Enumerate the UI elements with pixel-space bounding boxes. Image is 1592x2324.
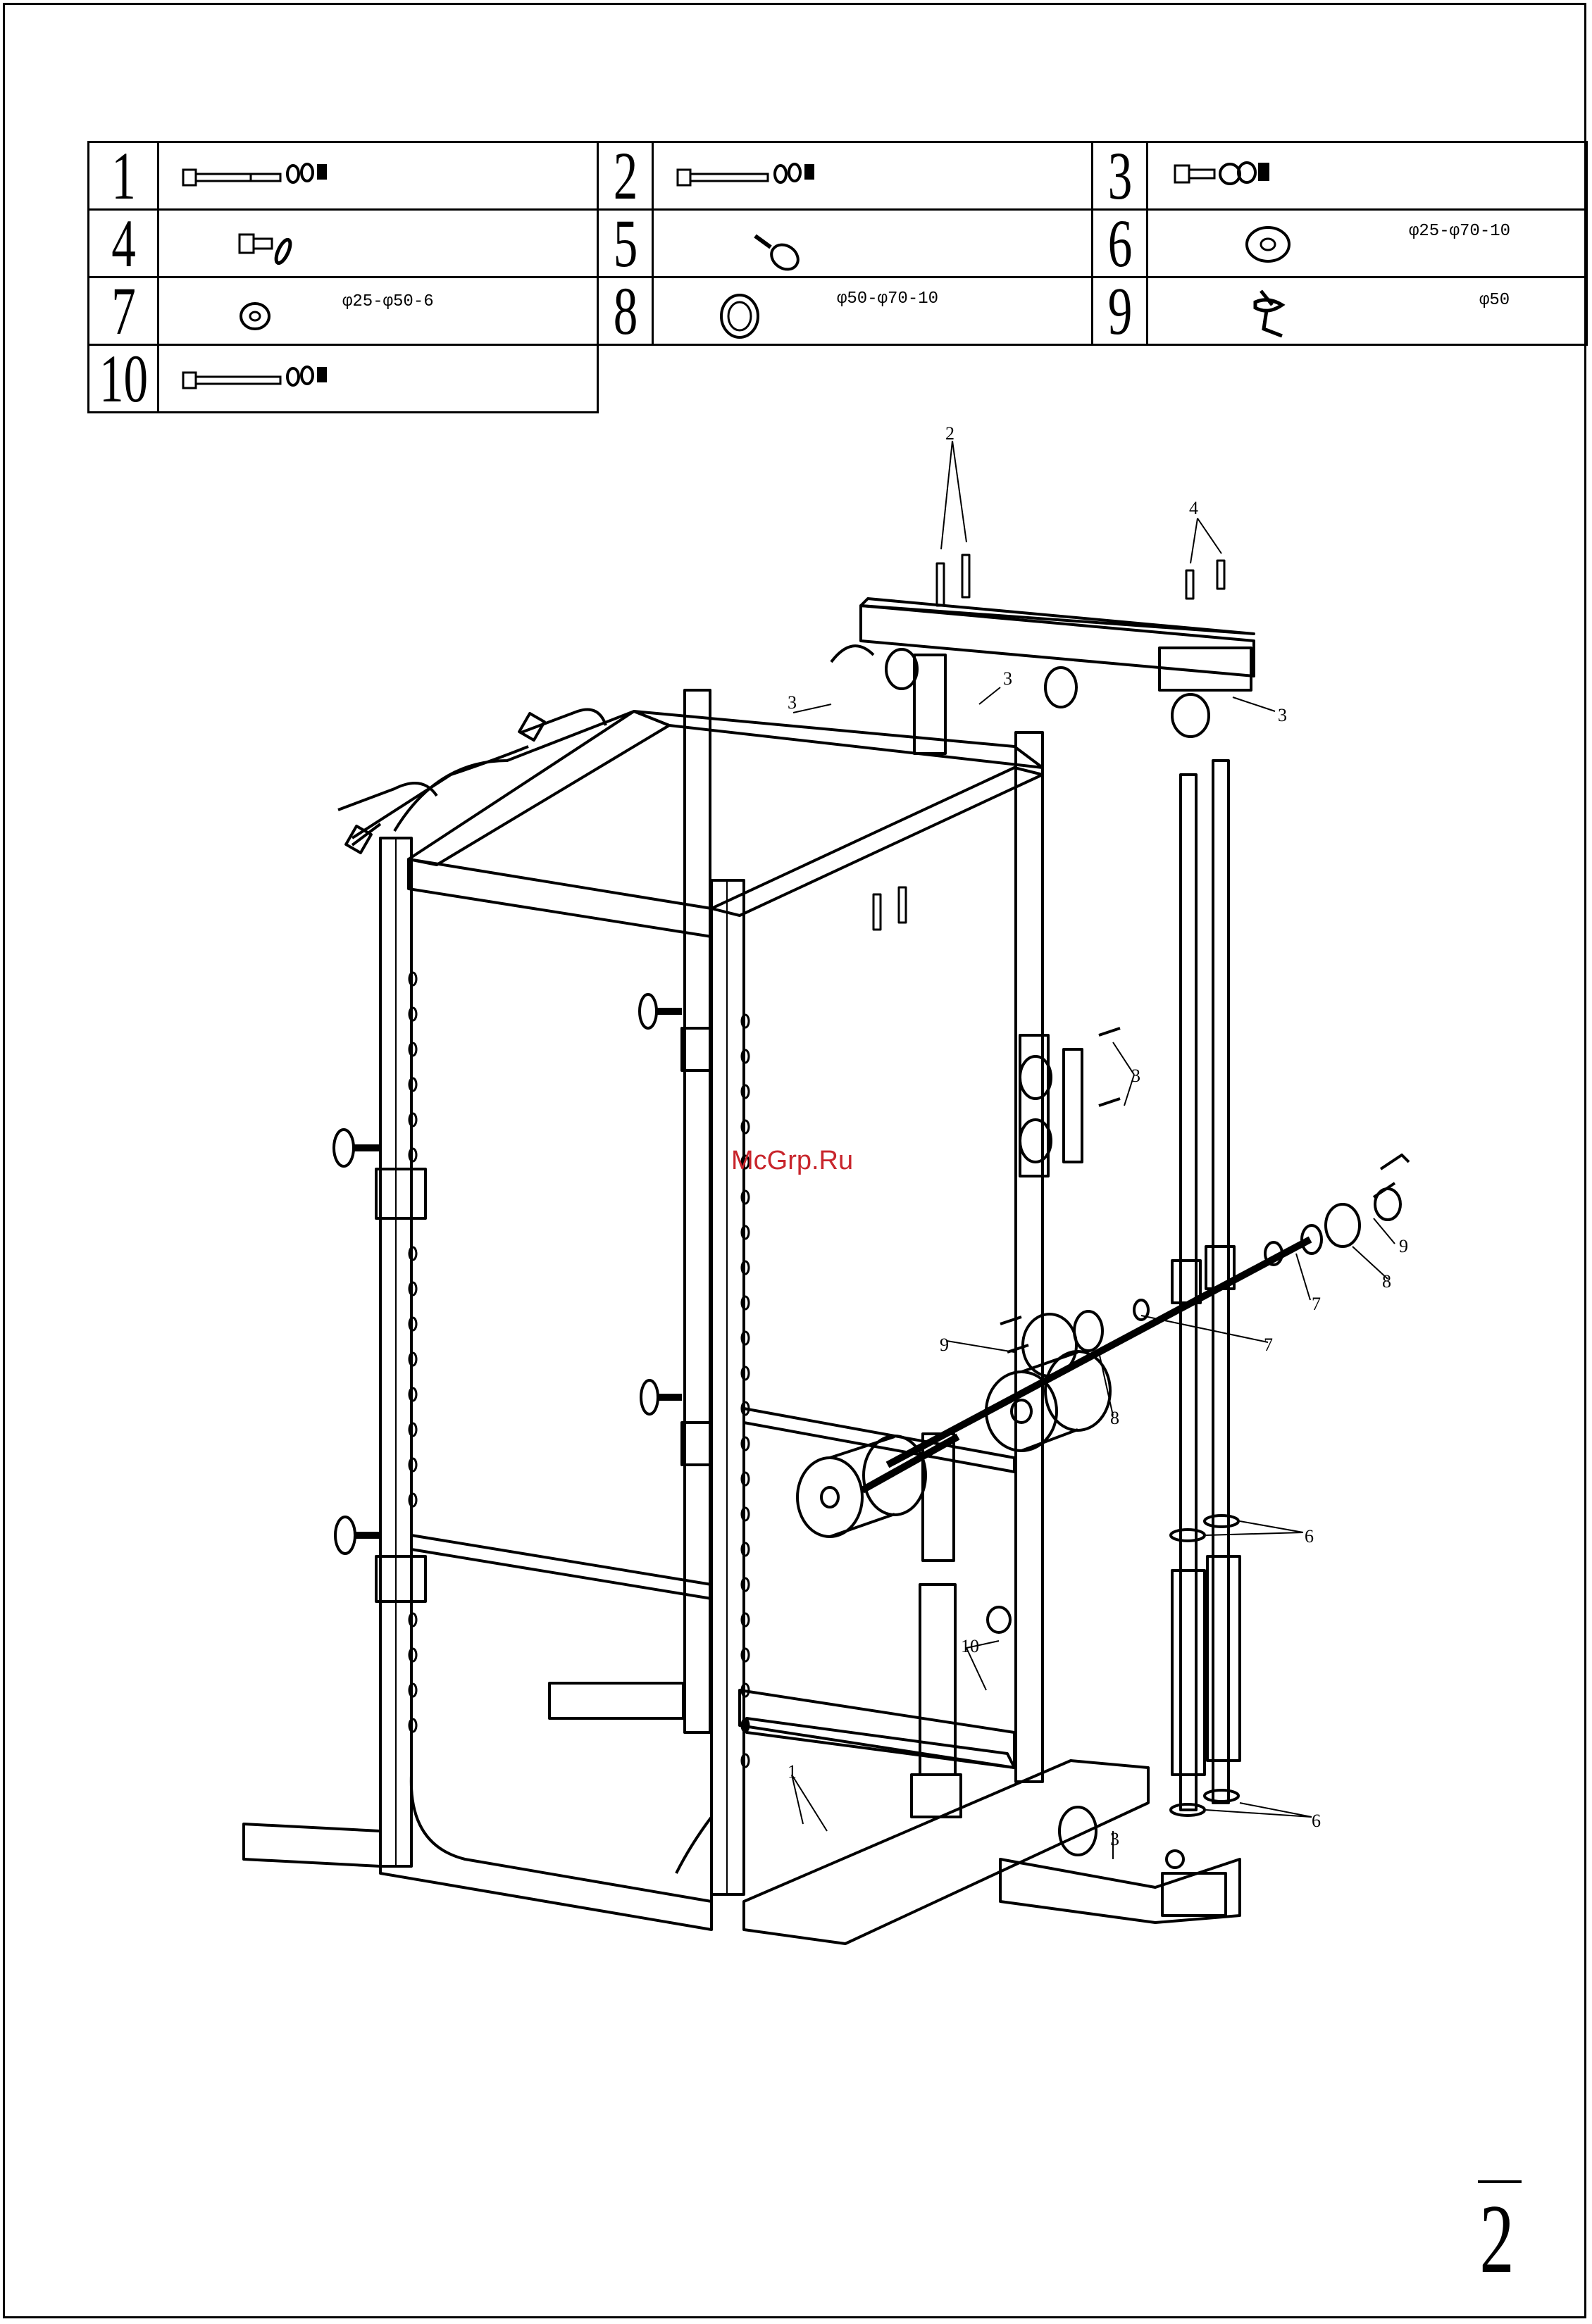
callout-3: 3 (1003, 668, 1012, 689)
guide-rods (1171, 761, 1240, 1816)
callout-7: 7 (1312, 1294, 1321, 1314)
safety-bar (411, 1535, 711, 1599)
callout-2: 2 (945, 423, 954, 444)
rear-left-upright (685, 690, 710, 1732)
j-hooks (334, 994, 710, 1601)
callout-10: 10 (961, 1636, 979, 1656)
callout-6: 6 (1305, 1526, 1314, 1547)
callout-1: 1 (788, 1761, 797, 1782)
upright-holes (409, 973, 749, 1767)
callout-4: 4 (1189, 498, 1198, 518)
rear-right-upright (1016, 732, 1043, 1782)
watermark: McGrp.Ru (731, 1146, 853, 1175)
right-front-upright (711, 880, 744, 1894)
callout-8: 8 (1382, 1271, 1391, 1292)
pull-up-handles (338, 710, 606, 853)
leg-post (912, 1035, 1048, 1817)
callout-8: 8 (1110, 1408, 1119, 1428)
left-front-upright (380, 838, 411, 1866)
callout-3: 3 (1110, 1829, 1119, 1849)
callout-7: 7 (1264, 1335, 1273, 1355)
top-pulley-frame (831, 599, 1254, 754)
callout-3: 3 (788, 692, 797, 713)
callout-3: 3 (1131, 1066, 1140, 1086)
mid-pulley-bracket (1020, 1028, 1120, 1162)
rear-base (740, 1690, 1014, 1768)
callout-6: 6 (1312, 1811, 1321, 1831)
leader-lines (792, 441, 1395, 1859)
callout-labels: 2 4 3 3 3 3 9 8 7 7 9 8 6 10 1 6 3 (788, 423, 1408, 1849)
page-number: 2 (1480, 2182, 1515, 2296)
callout-3: 3 (1278, 705, 1287, 725)
top-frame (352, 711, 1043, 937)
callout-9: 9 (1399, 1236, 1408, 1256)
callout-9: 9 (940, 1335, 949, 1355)
weight-horn (888, 1155, 1409, 1465)
